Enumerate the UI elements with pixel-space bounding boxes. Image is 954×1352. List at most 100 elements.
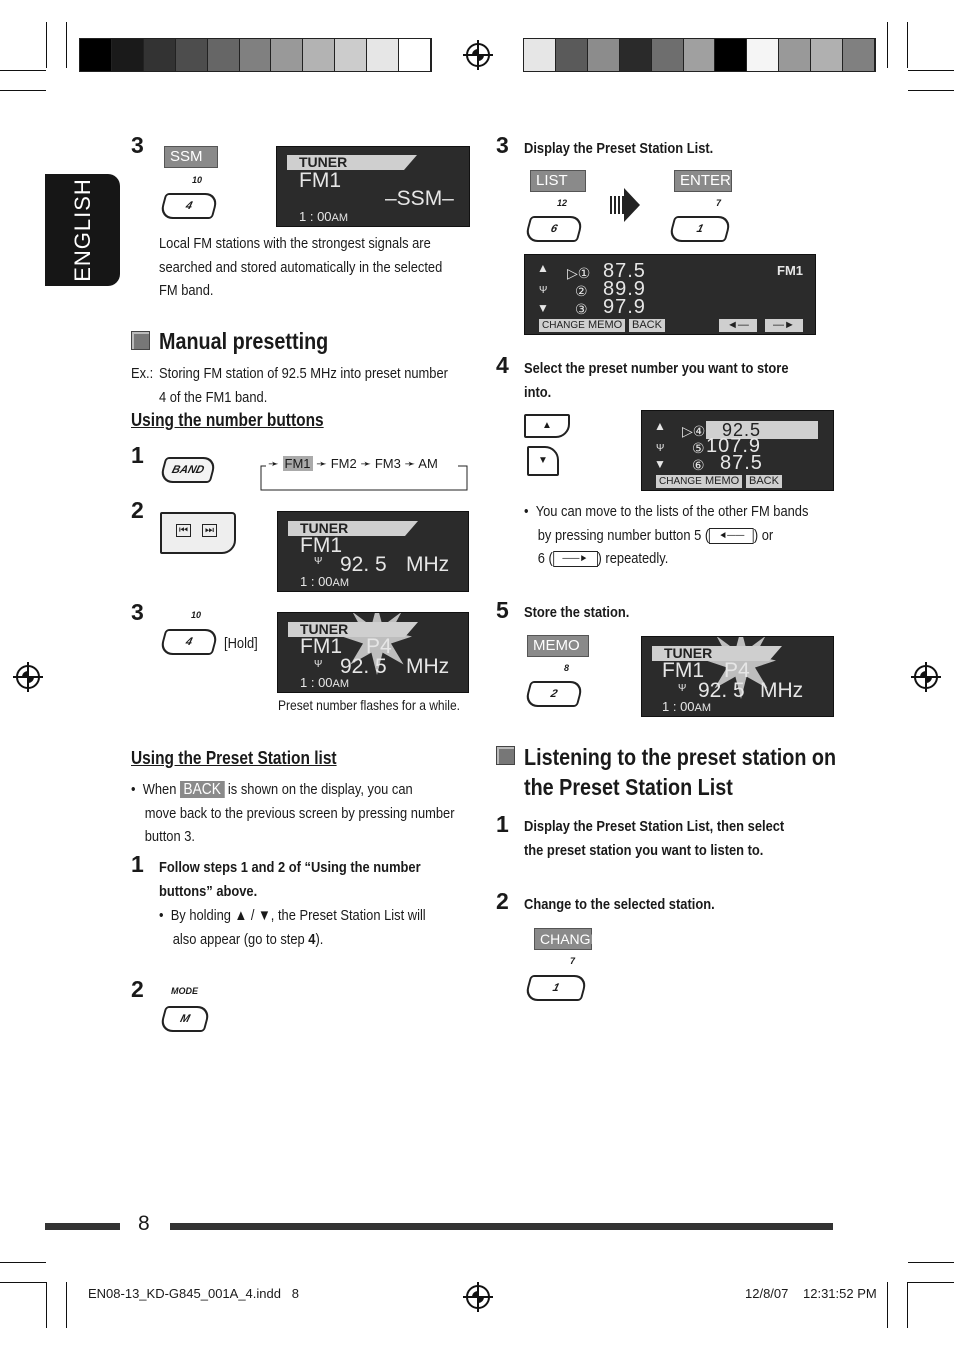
- color-swatch: [524, 39, 556, 71]
- registration-mark: [463, 40, 493, 70]
- footer-filename: EN08-13_KD-G845_001A_4.indd 8: [88, 1286, 300, 1301]
- language-tab: ENGLISH: [45, 174, 120, 286]
- step-bullet: • By holding ▲ / ▼, the Preset Station L…: [159, 907, 426, 948]
- color-swatch: [80, 39, 112, 71]
- crop-mark: [907, 22, 908, 68]
- color-swatch: [779, 39, 812, 71]
- color-swatch: [747, 39, 780, 71]
- enter-label: ENTER: [674, 170, 732, 192]
- flow-arrow-icon: ➛: [360, 456, 372, 471]
- lcd-tuner-label: TUNER: [287, 155, 417, 170]
- color-swatch: [271, 39, 304, 71]
- up-button[interactable]: ▲: [524, 414, 570, 438]
- step-number: 4: [496, 352, 509, 378]
- registration-mark: [911, 662, 941, 692]
- mode-button[interactable]: M: [158, 1006, 212, 1032]
- list-label: LIST: [530, 170, 586, 192]
- preset-row-mark: ▷①: [567, 265, 591, 281]
- crop-mark: [46, 22, 47, 68]
- lcd-ssm-mode: –SSM–: [385, 187, 454, 210]
- color-swatch: [367, 39, 400, 71]
- bullet-dot: •: [524, 503, 536, 520]
- example-text: Storing FM station of 92.5 MHz into pres…: [159, 365, 448, 406]
- lcd-frequency: 92. 5: [340, 553, 387, 576]
- step-number: 1: [131, 851, 144, 877]
- preset-row-mark: ⑥: [692, 457, 705, 473]
- ssm-label: SSM: [164, 146, 218, 168]
- back-label: BACK: [179, 781, 225, 798]
- footer-rule-left: [45, 1223, 120, 1230]
- lcd-band: FM1: [662, 659, 704, 682]
- tuning-forward-icon: ⏭: [202, 524, 217, 537]
- color-swatch: [619, 39, 652, 71]
- number-button-1[interactable]: 1: [523, 975, 589, 1001]
- color-bar-right: [523, 38, 876, 72]
- step-number: 3: [496, 132, 509, 158]
- tuning-buttons[interactable]: ⏮ ⏭: [160, 512, 236, 554]
- band-button[interactable]: BAND: [158, 457, 218, 483]
- lcd-display-stored: TUNER FM1 P4 Ψ 92. 5 MHz 1 : 00AM: [641, 636, 834, 717]
- memo-label: MEMO: [527, 635, 589, 657]
- down-arrow-icon: ▼: [654, 457, 666, 471]
- number-button-1[interactable]: 1: [667, 216, 733, 242]
- next-arrow-icon: [610, 188, 640, 222]
- number-button-2[interactable]: 2: [523, 681, 585, 707]
- lcd-preset: P4: [724, 659, 750, 682]
- color-swatch: [239, 39, 272, 71]
- lcd-tuner-label: TUNER: [288, 622, 418, 637]
- antenna-icon: Ψ: [314, 659, 323, 670]
- button-number: 10: [191, 610, 202, 620]
- lcd-tuner-label: TUNER: [288, 521, 418, 536]
- preset-row-freq-selected: 92.5: [706, 421, 818, 439]
- softkey-back: BACK: [746, 475, 782, 488]
- button-number: 10: [192, 175, 203, 185]
- lcd-clock: 1 : 00AM: [662, 699, 712, 714]
- footer-time: 12:31:52 PM: [803, 1286, 877, 1301]
- lcd-clock: 1 : 00AM: [300, 675, 350, 690]
- softkey-memo: MEMO: [585, 319, 626, 332]
- crop-mark: [908, 1262, 954, 1263]
- crop-mark: [66, 1282, 67, 1328]
- lcd-tuner-label: TUNER: [652, 646, 782, 661]
- crop-mark: [908, 90, 954, 91]
- step-number: 1: [496, 811, 509, 837]
- number-button-6[interactable]: 6: [523, 216, 585, 242]
- footer-date: 12/8/07: [745, 1286, 789, 1301]
- preset-row-freq: 87.5: [603, 260, 646, 282]
- softkey-change: CHANGE: [539, 319, 588, 332]
- color-swatch: [843, 39, 875, 71]
- button-number: 8: [564, 663, 570, 673]
- lcd-display-ssm: TUNER FM1 –SSM– 1 : 00AM: [276, 146, 470, 227]
- crop-mark: [46, 1282, 47, 1328]
- antenna-icon: Ψ: [656, 443, 665, 454]
- step-number: 2: [496, 888, 509, 914]
- down-arrow-icon: ▼: [537, 301, 549, 315]
- down-button[interactable]: ▼: [527, 446, 559, 476]
- step-text: Display the Preset Station List.: [524, 140, 714, 157]
- flow-fm1: FM1: [282, 456, 313, 471]
- lcd-clock: 1 : 00AM: [300, 574, 350, 589]
- up-arrow-icon: ▲: [654, 419, 666, 433]
- lcd-display-tuning: TUNER FM1 Ψ 92. 5 MHz 1 : 00AM: [277, 511, 469, 592]
- flow-loop-line: [260, 465, 468, 491]
- lcd-frequency: 92. 5: [340, 655, 387, 678]
- lcd-band: FM1: [299, 169, 341, 192]
- step-number: 5: [496, 597, 509, 623]
- number-button-4[interactable]: 4: [158, 629, 220, 655]
- color-swatch: [715, 39, 748, 71]
- step-number: 3: [131, 132, 144, 158]
- preset-row-freq: 97.9: [603, 296, 646, 318]
- prev-softkey-icon: ◄——: [709, 527, 754, 544]
- lcd-band: FM1: [300, 534, 342, 557]
- crop-mark: [0, 1282, 46, 1283]
- band-flow-diagram: [260, 465, 468, 491]
- crop-mark: [0, 1262, 46, 1263]
- lcd-frequency: 92. 5: [698, 679, 745, 702]
- change-label: CHANGE: [534, 928, 600, 950]
- color-swatch: [303, 39, 336, 71]
- page-number: 8: [138, 1212, 150, 1235]
- number-button-4[interactable]: 4: [158, 193, 220, 219]
- next-softkey-icon: ——►: [552, 551, 598, 568]
- up-arrow-icon: ▲: [537, 261, 549, 275]
